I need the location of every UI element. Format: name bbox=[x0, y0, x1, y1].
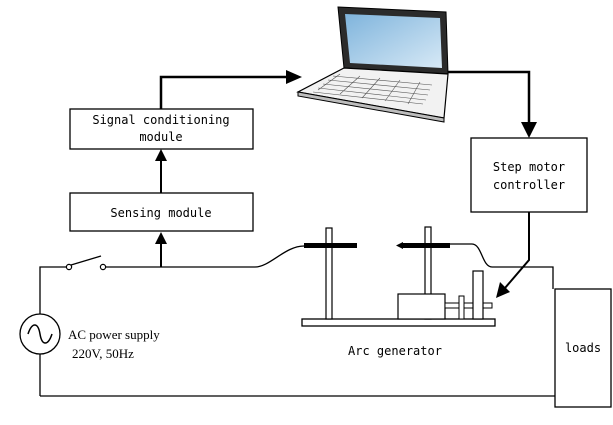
signal-conditioning-label-2: module bbox=[139, 130, 182, 144]
sensing-block: Sensing module bbox=[69, 192, 254, 232]
arc-generator bbox=[301, 226, 496, 327]
power-supply-label-1: AC power supply bbox=[68, 327, 160, 342]
step-motor-controller-block: Step motor controller bbox=[470, 137, 588, 213]
signal-conditioning-label-1: Signal conditioning bbox=[92, 113, 229, 127]
sensing-label: Sensing module bbox=[110, 206, 211, 220]
step-motor-label-1: Step motor bbox=[493, 160, 565, 174]
power-supply-label-2: 220V, 50Hz bbox=[72, 346, 134, 361]
signal-conditioning-block: Signal conditioning module bbox=[69, 108, 254, 150]
arc-generator-label: Arc generator bbox=[348, 344, 442, 358]
loads-label: loads bbox=[565, 341, 601, 355]
laptop-icon bbox=[296, 6, 449, 123]
loads-block: loads bbox=[554, 288, 612, 408]
step-motor-label-2: controller bbox=[493, 178, 565, 192]
power-circuit bbox=[39, 243, 555, 397]
switch-icon bbox=[65, 255, 107, 271]
ac-source-icon bbox=[19, 313, 61, 355]
